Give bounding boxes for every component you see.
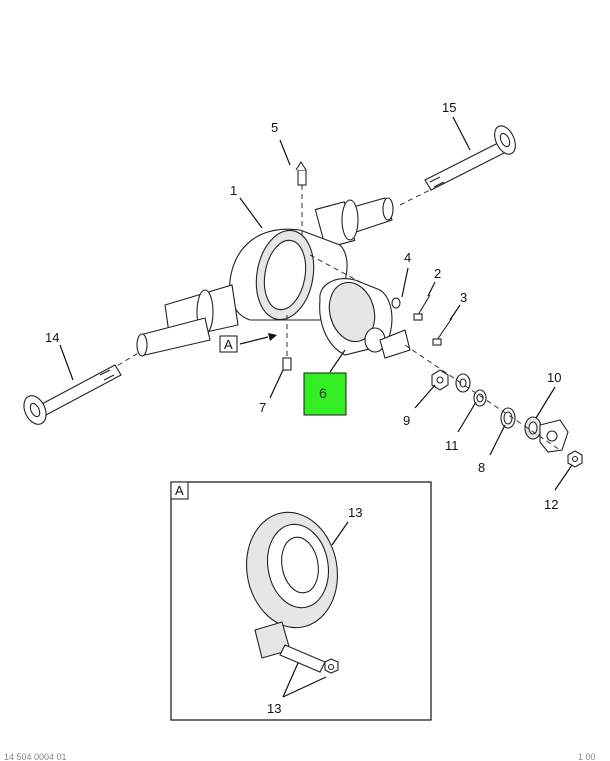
- ring-gear[interactable]: [238, 505, 347, 635]
- callout-13-ring: 13: [348, 505, 362, 520]
- axle-shaft-right[interactable]: [399, 123, 519, 206]
- breather-vent[interactable]: [295, 160, 307, 235]
- callout-8: 8: [478, 460, 485, 475]
- view-ref-a-label: A: [224, 337, 233, 352]
- differential-carrier[interactable]: [309, 254, 411, 359]
- highlight-callout-6[interactable]: 6: [303, 372, 347, 416]
- seal-washer[interactable]: [524, 416, 542, 440]
- callout-5: 5: [271, 120, 278, 135]
- callout-15: 15: [442, 100, 456, 115]
- yoke-nut[interactable]: [567, 450, 583, 468]
- detail-view-label: A: [175, 483, 184, 498]
- detail-view-a: A 13 13: [170, 481, 432, 721]
- callout-7: 7: [259, 400, 266, 415]
- callout-3: 3: [460, 290, 467, 305]
- bolt-3[interactable]: [432, 317, 453, 346]
- washer[interactable]: [391, 297, 401, 309]
- axle-shaft-left[interactable]: [20, 351, 141, 428]
- footer-right: 1 00: [578, 752, 596, 761]
- axle-housing[interactable]: [136, 197, 394, 357]
- drain-plug[interactable]: [282, 315, 292, 371]
- footer-left: 14 504 0004 01: [4, 752, 67, 761]
- callout-4: 4: [404, 250, 411, 265]
- callout-12: 12: [544, 497, 558, 512]
- view-reference-a[interactable]: A: [219, 333, 277, 353]
- callout-11: 11: [445, 438, 459, 453]
- callout-14: 14: [45, 330, 59, 345]
- pinion-nut[interactable]: [431, 369, 449, 391]
- flange-yoke[interactable]: [539, 419, 569, 453]
- callout-2: 2: [434, 266, 441, 281]
- callout-9: 9: [403, 413, 410, 428]
- callout-1: 1: [230, 183, 237, 198]
- callout-10: 10: [547, 370, 561, 385]
- pinion-bearing[interactable]: [455, 373, 487, 407]
- pinion-gear[interactable]: [254, 621, 339, 674]
- callout-6: 6: [319, 385, 327, 401]
- bolt-2[interactable]: [413, 294, 431, 321]
- callout-13-pinion: 13: [267, 701, 281, 716]
